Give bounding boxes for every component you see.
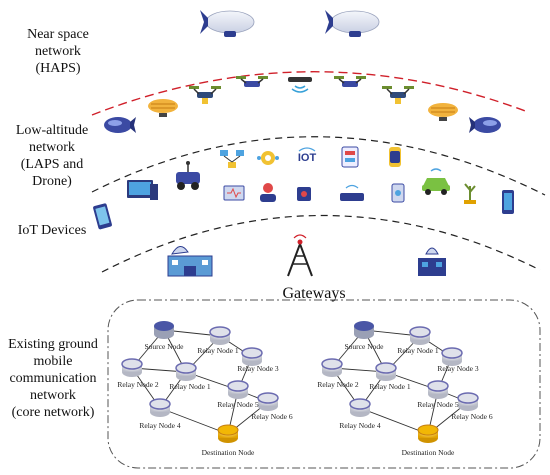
core-network-left: Source Node Relay Node 1 Relay Node 2 Re…: [117, 321, 293, 457]
sensor-icon: [341, 146, 359, 168]
device-icon: [297, 187, 311, 201]
node-label: Relay Node 1: [169, 382, 210, 391]
phone-icon: [502, 190, 514, 214]
node-label: Relay Node 6: [451, 412, 492, 421]
lap-layer-arc: [91, 136, 546, 196]
drone-signal-icon: [288, 77, 312, 93]
relay-node: [121, 358, 143, 377]
node-label: Destination Node: [202, 448, 255, 457]
tablet-icon: [127, 180, 158, 200]
relay-node: [375, 362, 397, 381]
network-icon: [220, 150, 244, 168]
relay-node: [227, 380, 249, 399]
layer-label-iot: IoT Devices: [17, 223, 87, 238]
node-label: Relay Node 1: [397, 346, 438, 355]
drone-icon: [189, 86, 221, 104]
wifi-car-icon: [422, 168, 450, 195]
relay-node: [149, 398, 171, 417]
drone-icon: [334, 76, 366, 87]
drone-icon: [236, 76, 268, 87]
airship-icon: [200, 10, 255, 37]
node-label: Relay Node 5: [417, 400, 458, 409]
node-label: Relay Node 1: [369, 382, 410, 391]
gateways-label: Gateways: [282, 285, 345, 302]
layer-label-low-altitude: Low-altitude network (LAPS and Drone): [15, 123, 89, 189]
destination-node: [217, 424, 239, 443]
person-icon: [260, 183, 276, 202]
smart-device-icon: [391, 183, 405, 203]
haps-layer-arc: [91, 71, 529, 116]
node-label: Relay Node 4: [139, 421, 180, 430]
plant-sensor-icon: [464, 183, 476, 204]
iot-layer-arc: [101, 214, 541, 273]
relay-node: [349, 398, 371, 417]
relay-node: [427, 380, 449, 399]
node-label: Relay Node 2: [317, 380, 358, 389]
blimp-icon: [469, 117, 501, 133]
iot-icon: IOT: [298, 147, 317, 164]
svg-text:IOT: IOT: [298, 152, 317, 164]
settings-icon: [257, 151, 279, 165]
blimp-icon: [104, 117, 136, 133]
relay-node: [257, 392, 279, 411]
source-node: [354, 321, 374, 339]
node-label: Relay Node 2: [117, 380, 158, 389]
relay-node: [175, 362, 197, 381]
node-label: Relay Node 5: [217, 400, 258, 409]
relay-node: [209, 326, 231, 345]
relay-node: [321, 358, 343, 377]
relay-node: [441, 347, 463, 366]
server-building-icon: [418, 247, 446, 276]
core-network-right: Source Node Relay Node 1 Relay Node 2 Re…: [317, 321, 493, 457]
drone-icon: [382, 86, 414, 104]
relay-node: [457, 392, 479, 411]
router-icon: [340, 184, 364, 201]
satellite-station-icon: [167, 246, 213, 277]
zeppelin-icon: [428, 103, 458, 121]
destination-node: [417, 424, 439, 443]
layer-label-near-space: Near space network (HAPS): [27, 27, 89, 76]
node-label: Source Node: [145, 342, 185, 351]
smartwatch-icon: [389, 147, 401, 167]
node-label: Destination Node: [402, 448, 455, 457]
node-label: Relay Node 3: [437, 364, 478, 373]
source-node: [154, 321, 174, 339]
node-label: Relay Node 6: [251, 412, 292, 421]
layer-label-ground: Existing ground mobile communication net…: [8, 337, 98, 420]
relay-node: [409, 326, 431, 345]
node-label: Relay Node 4: [339, 421, 380, 430]
phone-icon: [93, 203, 112, 230]
airship-icon: [325, 10, 380, 37]
cell-tower-icon: [287, 234, 313, 277]
monitor-icon: [223, 185, 245, 201]
robot-car-icon: [176, 161, 200, 190]
zeppelin-icon: [148, 99, 178, 117]
node-label: Relay Node 1: [197, 346, 238, 355]
ground-network-box: [107, 299, 541, 469]
node-label: Relay Node 3: [237, 364, 278, 373]
node-label: Source Node: [345, 342, 385, 351]
relay-node: [241, 347, 263, 366]
